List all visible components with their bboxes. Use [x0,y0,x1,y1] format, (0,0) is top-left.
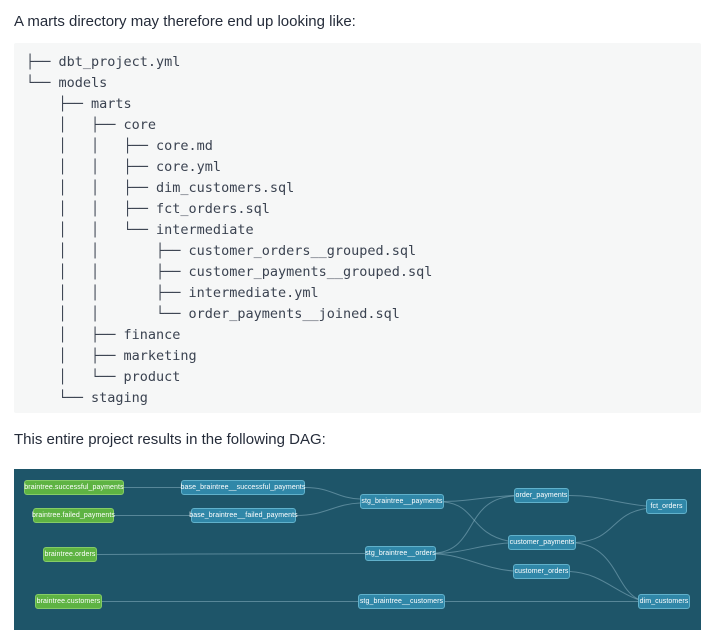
dag-node-customer-payments: customer_payments [508,535,576,550]
dag-node-stg-braintree-orders: stg_braintree__orders [365,546,436,561]
dag-node-fct-orders: fct_orders [646,499,687,514]
intro-text: A marts directory may therefore end up l… [14,13,356,30]
dag-node-braintree-successful-payments: braintree.successful_payments [24,480,124,495]
dag-node-base-braintree-successful-payments: base_braintree__successful_payments [181,480,305,495]
dag-node-braintree-customers: braintree.customers [35,594,102,609]
directory-tree-code-block: ├── dbt_project.yml └── models ├── marts… [14,43,701,413]
directory-tree: ├── dbt_project.yml └── models ├── marts… [26,54,433,406]
dag-node-braintree-failed-payments: braintree.failed_payments [32,508,115,523]
dag-node-order-payments: order_payments [514,488,569,503]
dag-node-stg-braintree-payments: stg_braintree__payments [360,494,444,509]
dag-node-stg-braintree-customers: stg_braintree__customers [358,594,445,609]
dag-node-base-braintree-failed-payments: base_braintree__failed_payments [189,508,298,523]
dag-caption: This entire project results in the follo… [14,431,326,448]
dag-node-customer-orders: customer_orders [513,564,570,579]
dag-image: braintree.successful_payments braintree.… [14,469,701,630]
dag-node-dim-customers: dim_customers [638,594,690,609]
dag-node-braintree-orders: braintree.orders [43,547,97,562]
